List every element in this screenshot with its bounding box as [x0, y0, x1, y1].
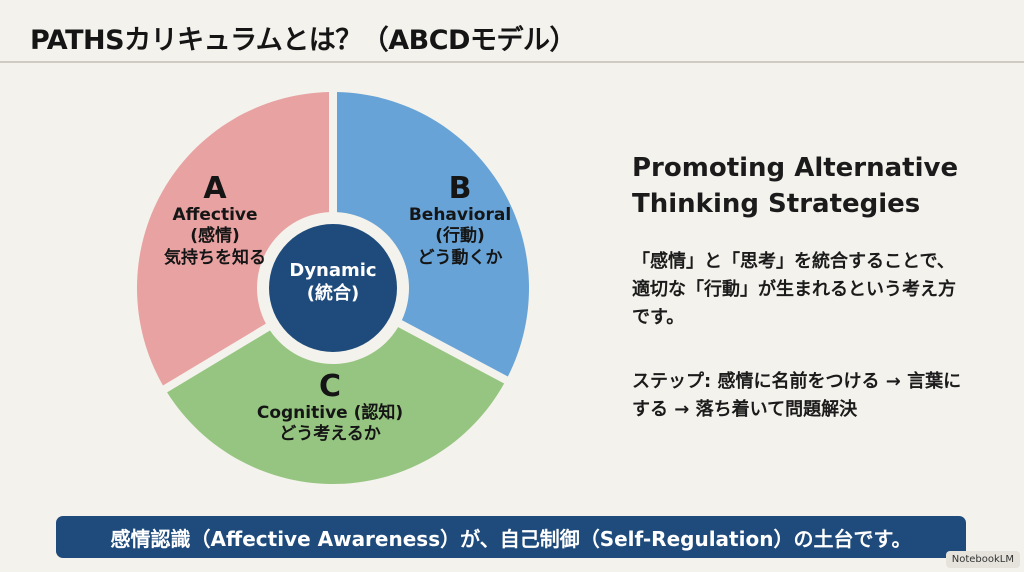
heading-line-2: Thinking Strategies [632, 189, 921, 220]
side-heading: Promoting Alternative Thinking Strategie… [632, 150, 958, 223]
behavioral-desc: どう動くか [417, 247, 503, 268]
letter-b: B [448, 171, 472, 206]
label-affective: A Affective (感情) 気持ちを知る [140, 172, 290, 269]
affective-jp: (感情) [190, 226, 240, 247]
label-dynamic: Dynamic (統合) [273, 260, 393, 305]
dynamic-name: Dynamic [289, 260, 377, 281]
letter-c: C [318, 369, 342, 404]
segment-behavioral [336, 92, 529, 377]
slide-title: PATHSカリキュラムとは？（ABCDモデル） [30, 25, 576, 56]
center-circle-dynamic [269, 224, 397, 352]
cognitive-name: Cognitive (認知) [256, 403, 404, 423]
cognitive-desc: どう考えるか [279, 424, 381, 445]
label-cognitive: C Cognitive (認知) どう考えるか [230, 370, 430, 446]
segment-cognitive [167, 327, 505, 484]
affective-name: Affective [172, 205, 258, 225]
behavioral-jp: (行動) [435, 226, 485, 247]
affective-desc: 気持ちを知る [164, 247, 266, 268]
behavioral-name: Behavioral [408, 205, 512, 225]
title-divider [0, 61, 1024, 63]
dynamic-jp: (統合) [306, 282, 360, 304]
segment-affective [137, 92, 330, 386]
side-paragraph-steps: ステップ: 感情に名前をつける → 言葉にする → 落ち着いて問題解決 [632, 371, 962, 420]
label-behavioral: B Behavioral (行動) どう動くか [395, 172, 525, 269]
notebooklm-badge: NotebookLM [945, 551, 1020, 568]
heading-line-1: Promoting Alternative [632, 153, 959, 183]
side-paragraph-1: 「感情」と「思考」を統合することで、適切な「行動」が生まれるという考え方です。 [632, 251, 956, 328]
summary-banner: 感情認識（Affective Awareness）が、自己制御（Self-Reg… [56, 516, 966, 558]
banner-text: 感情認識（Affective Awareness）が、自己制御（Self-Reg… [110, 526, 912, 551]
letter-a: A [203, 171, 227, 206]
